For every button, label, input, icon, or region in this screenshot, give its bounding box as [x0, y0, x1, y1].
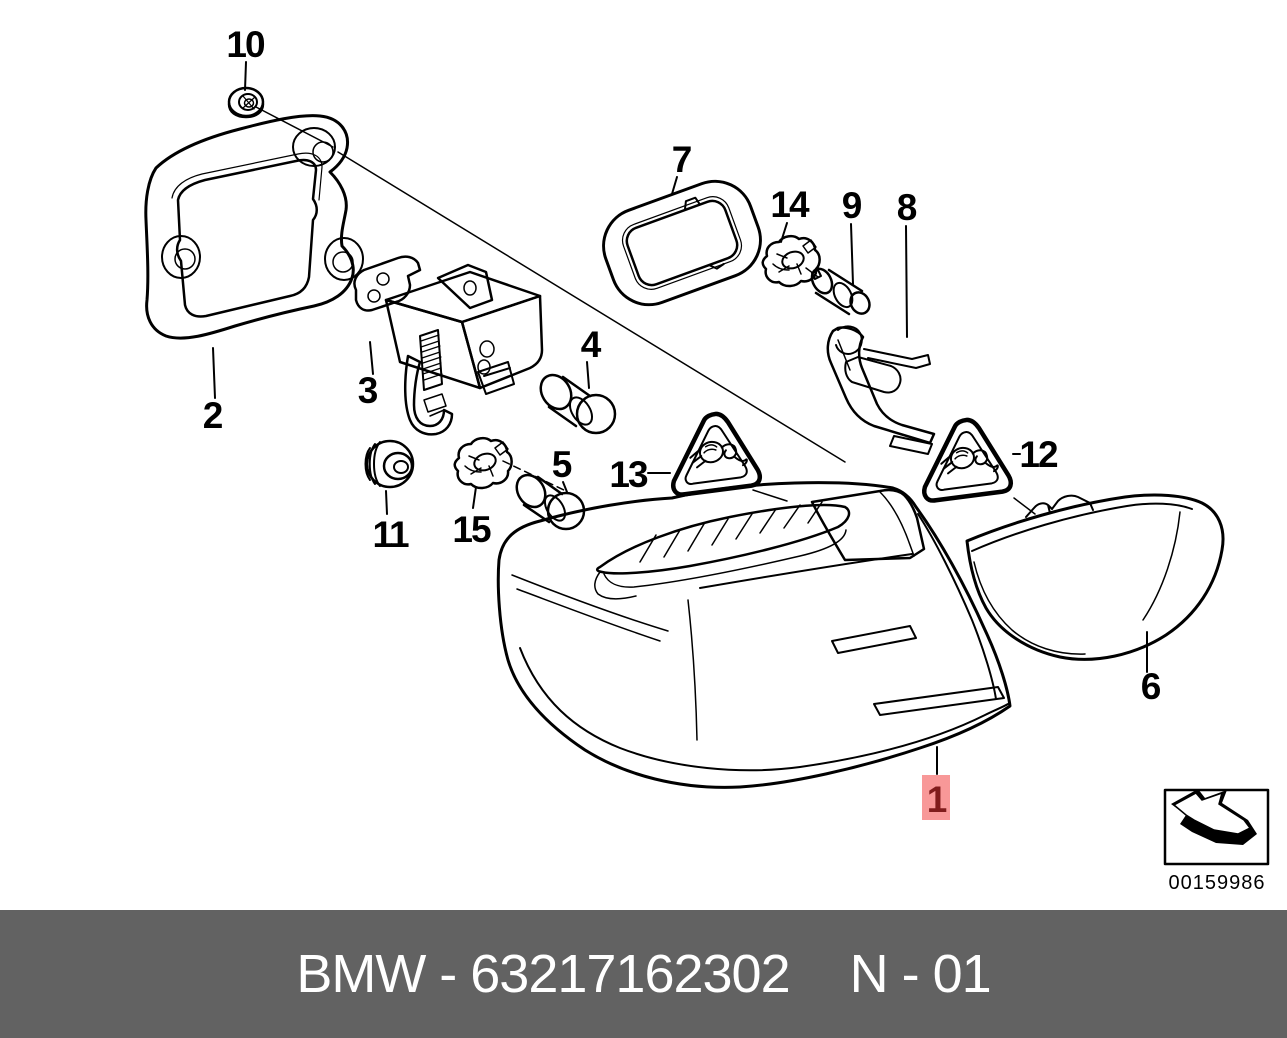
footer-sheet-number: N - 01	[849, 944, 992, 1004]
part-15-bulb-socket-drawing[interactable]	[453, 436, 513, 490]
callout-7[interactable]: 7	[672, 139, 693, 180]
part-1-rear-light-outer-drawing[interactable]	[496, 481, 1012, 789]
arrow-top-face	[1172, 791, 1252, 835]
leader-3	[369, 341, 374, 375]
exploded-parts-diagram: 1 2 3 4 5 6 7 8 9 10 11 12 13 14 15 0015…	[144, 24, 1270, 894]
part-8-bracket-drawing[interactable]	[826, 325, 936, 455]
callout-1-highlight	[922, 775, 950, 820]
callout-3[interactable]: 3	[358, 370, 380, 411]
part-3-bulb-carrier-drawing[interactable]	[353, 255, 544, 436]
leader-15	[472, 486, 477, 509]
leader-14	[780, 222, 788, 243]
leader-5	[562, 481, 568, 493]
footer-part-number: BMW - 63217162302	[296, 944, 790, 1004]
callout-8[interactable]: 8	[897, 187, 919, 228]
part-12-warning-triangle[interactable]	[919, 417, 1011, 501]
callout-10[interactable]: 10	[226, 24, 267, 65]
part-9-bulb-drawing[interactable]	[808, 265, 873, 317]
callout-15[interactable]: 15	[452, 509, 493, 550]
callout-13[interactable]: 13	[609, 454, 650, 495]
part-13-warning-triangle[interactable]	[668, 411, 760, 495]
part-7-gasket-ring-drawing[interactable]	[593, 171, 771, 316]
callout-6[interactable]: 6	[1141, 666, 1163, 707]
leader-4	[586, 361, 590, 389]
leader-9	[850, 223, 854, 285]
orientation-stamp: 00159986	[1163, 788, 1270, 894]
leader-10	[244, 61, 247, 91]
part-10-nut-drawing[interactable]	[227, 86, 265, 119]
callout-5[interactable]: 5	[552, 444, 574, 485]
callout-11[interactable]: 11	[372, 514, 411, 555]
part-11-cap-drawing[interactable]	[364, 439, 415, 489]
callout-9[interactable]: 9	[842, 185, 864, 226]
part-6-rear-light-inner-drawing[interactable]	[965, 493, 1225, 661]
callout-14[interactable]: 14	[770, 184, 812, 225]
footer-bar: BMW - 63217162302 N - 01	[0, 910, 1287, 1038]
image-number: 00159986	[1169, 872, 1266, 894]
callout-12[interactable]: 12	[1019, 434, 1060, 475]
callout-1[interactable]: 1	[927, 779, 949, 820]
leader-8	[905, 225, 908, 338]
leader-11	[385, 490, 388, 515]
callout-4[interactable]: 4	[581, 324, 604, 365]
leader-2	[212, 347, 216, 399]
leader-7	[671, 176, 678, 195]
part-2-gasket-drawing[interactable]	[144, 114, 364, 340]
callout-2[interactable]: 2	[203, 395, 225, 436]
part-4-bulb-drawing[interactable]	[535, 369, 617, 435]
